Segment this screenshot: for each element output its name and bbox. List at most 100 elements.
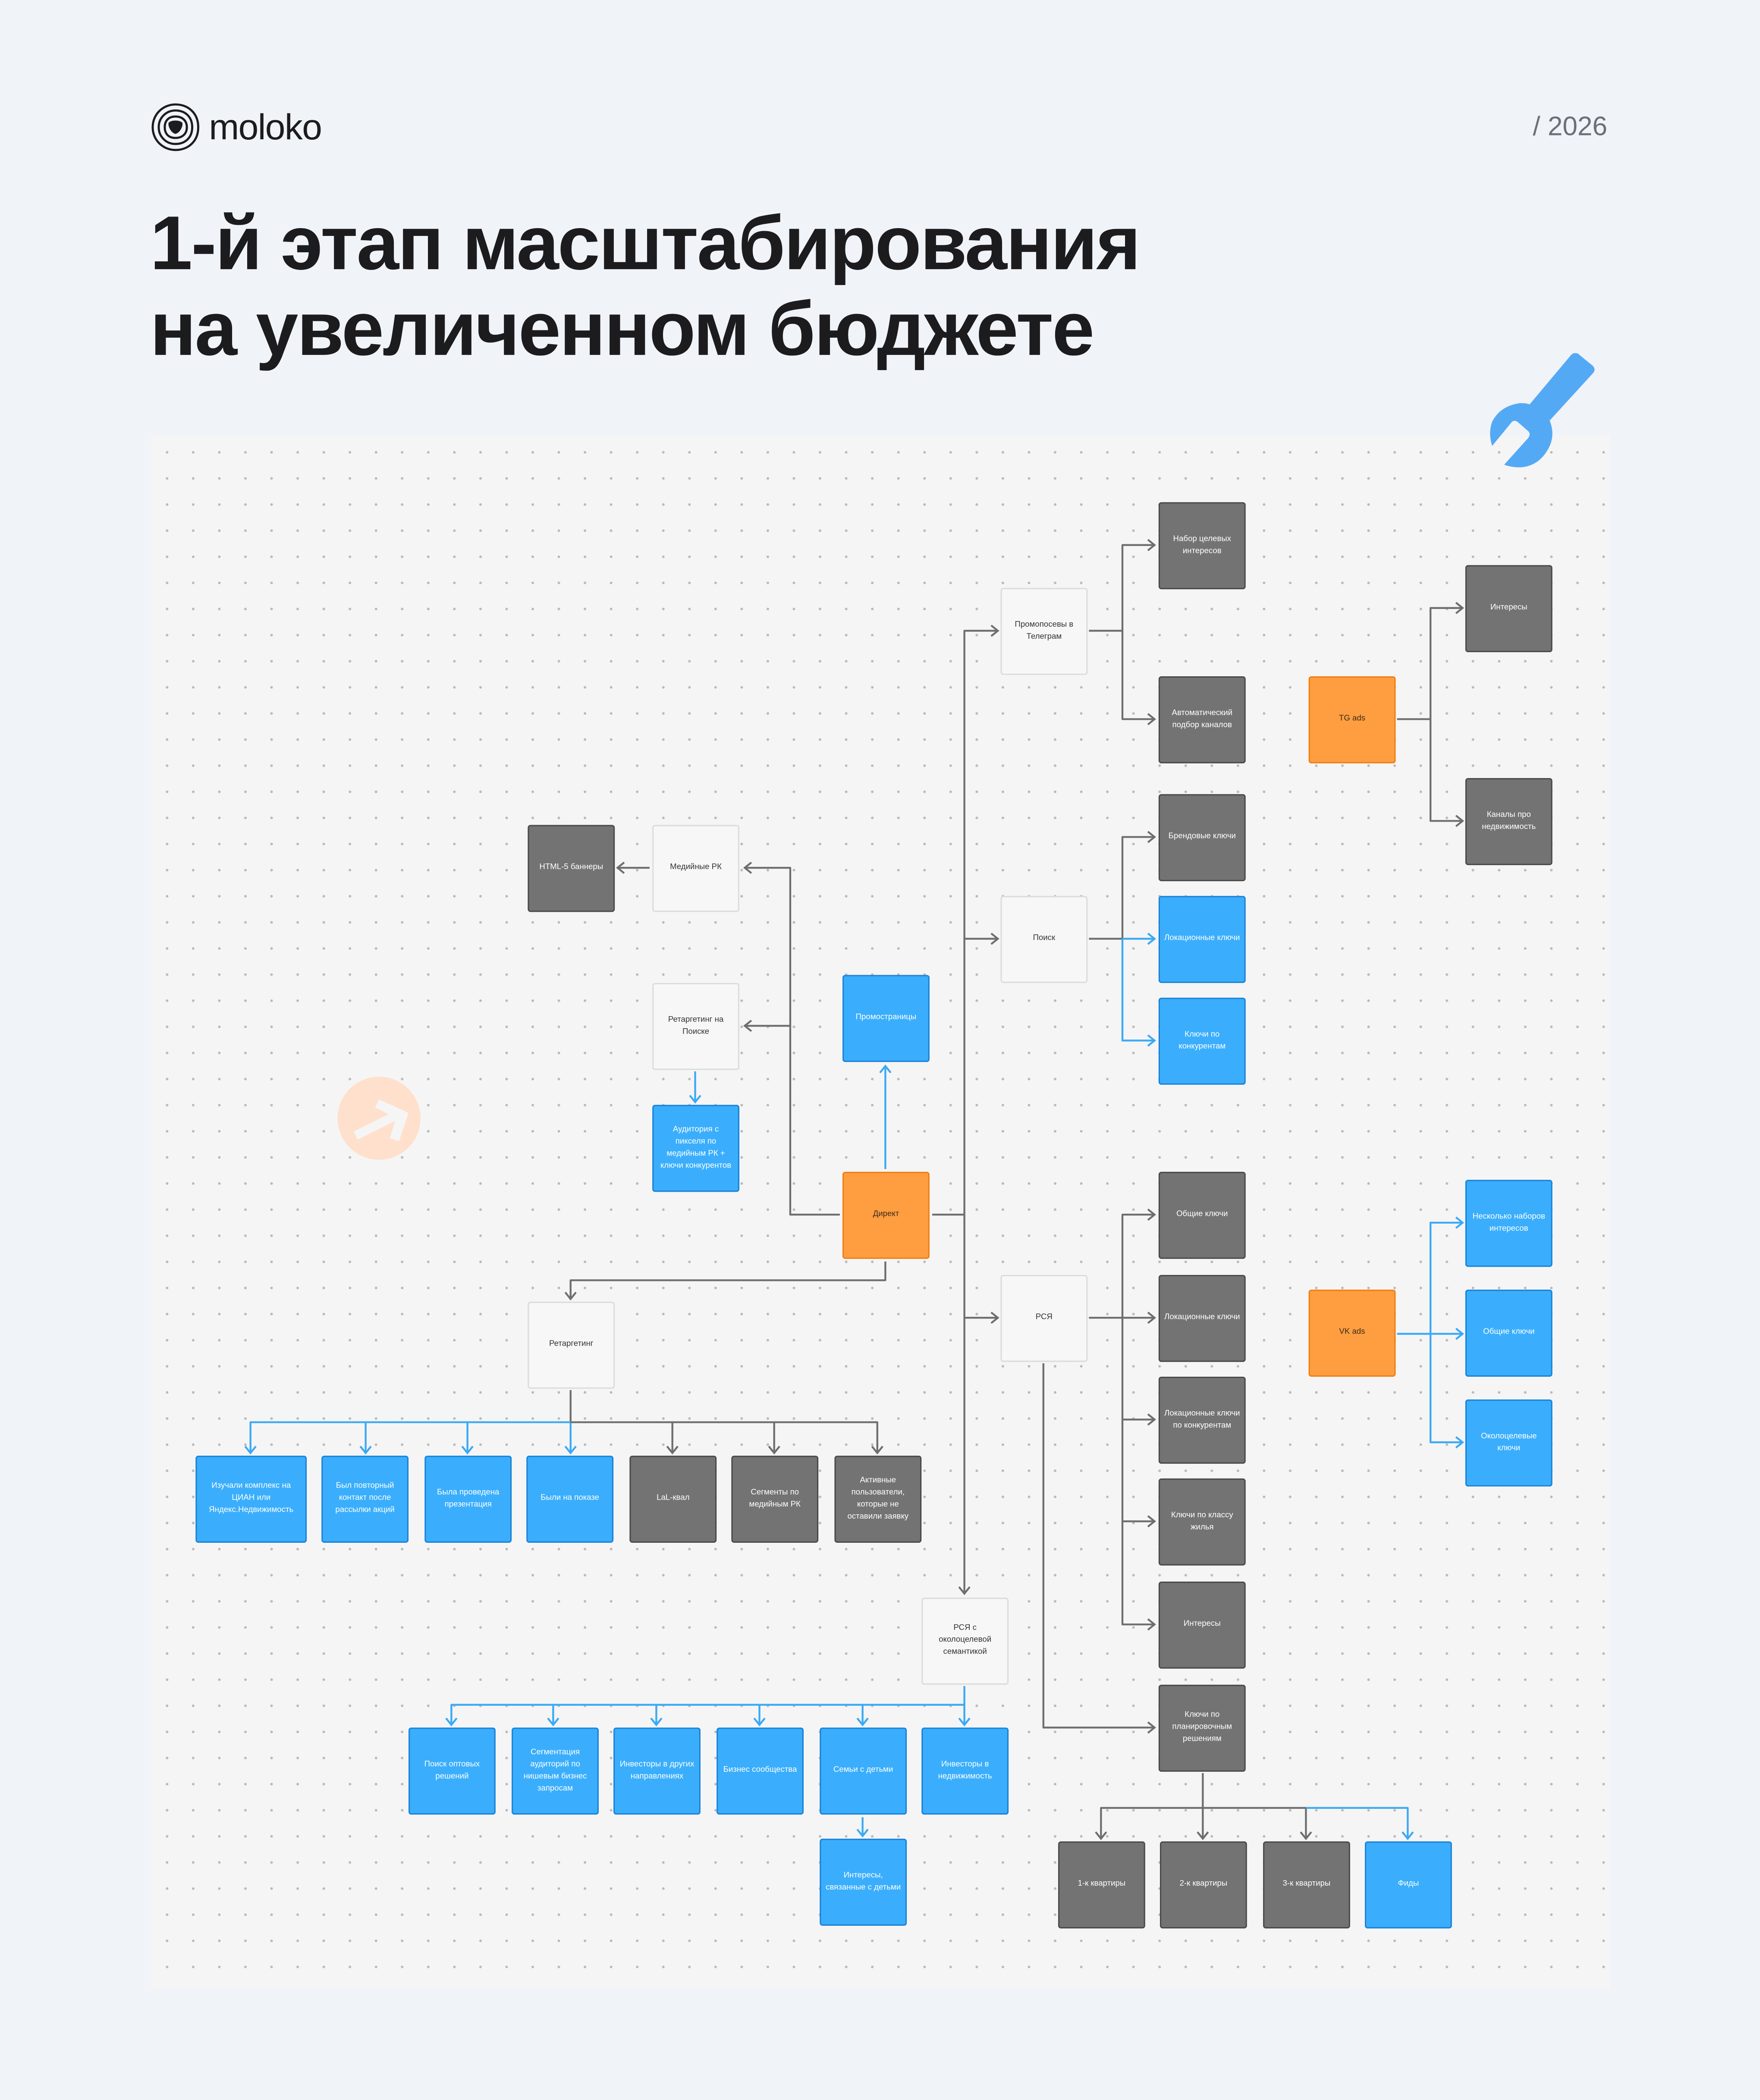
node-tg-interests[interactable]: Интересы: [1465, 565, 1553, 653]
node-vk-near[interactable]: Околоцелевые ключи: [1465, 1399, 1553, 1487]
node-pixel-audience[interactable]: Аудитория с пикселя по медийным РК + клю…: [652, 1105, 739, 1192]
node-direct[interactable]: Директ: [842, 1171, 930, 1259]
node-rsya-interests[interactable]: Интересы: [1158, 1582, 1246, 1669]
node-label: 1-к квартиры: [1078, 1880, 1126, 1889]
node-rsya-class[interactable]: Ключи по классу жилья: [1158, 1478, 1246, 1566]
node-label: Был повторный контакт после рассылки акц…: [335, 1482, 395, 1515]
node-rt-show[interactable]: Были на показе: [526, 1456, 614, 1543]
arrow-pointer-icon: [337, 1077, 421, 1160]
connector-arrow: [564, 1261, 886, 1301]
node-label: Была проведена презентация: [437, 1488, 500, 1509]
node-rsya-loc-comp[interactable]: Локационные ключи по конкурентам: [1158, 1376, 1246, 1464]
node-competitor-keys[interactable]: Ключи по конкурентам: [1158, 998, 1246, 1085]
node-html5[interactable]: HTML-5 баннеры: [528, 825, 615, 912]
node-label: Сегменты по медийным РК: [749, 1488, 801, 1509]
node-label: 2-к квартиры: [1179, 1880, 1228, 1889]
node-feeds[interactable]: Фиды: [1364, 1841, 1452, 1929]
connector-arrow: [743, 861, 840, 1216]
connector-arrow: [1095, 1773, 1204, 1840]
node-media[interactable]: Медийные РК: [652, 825, 739, 912]
node-label: Локационные ключи: [1164, 1314, 1240, 1322]
node-flat1[interactable]: 1-к квартиры: [1058, 1841, 1145, 1929]
connector-arrow: [1429, 1334, 1465, 1449]
node-retarget[interactable]: Ретаргетинг: [528, 1302, 615, 1389]
page-title: 1-й этап масштабирования на увеличенном …: [150, 201, 1141, 372]
connector-arrow: [1397, 602, 1465, 720]
node-label: Локационные ключи: [1164, 935, 1240, 943]
node-vk-sets[interactable]: Несколько наборов интересов: [1465, 1180, 1553, 1267]
node-vk-ads[interactable]: VK ads: [1308, 1290, 1396, 1377]
node-rt-repeat[interactable]: Был повторный контакт после рассылки акц…: [321, 1456, 409, 1543]
node-retarget-search[interactable]: Ретаргетинг на Поиске: [652, 983, 739, 1070]
node-loc-keys-blue[interactable]: Локационные ключи: [1158, 896, 1246, 983]
node-label: Активные пользователи, которые не остави…: [847, 1476, 909, 1521]
connector-arrow: [1121, 1521, 1156, 1631]
node-label: Медийные РК: [670, 863, 722, 872]
node-n-wholesale[interactable]: Поиск оптовых решений: [409, 1727, 496, 1815]
brand-logo: moloko: [150, 102, 322, 153]
connector-arrow: [1121, 1318, 1156, 1426]
node-tg-channels[interactable]: Каналы про недвижимость: [1465, 778, 1553, 865]
node-rt-present[interactable]: Была проведена презентация: [424, 1456, 512, 1543]
node-label: Были на показе: [541, 1494, 600, 1503]
node-flat3[interactable]: 3-к квартиры: [1263, 1841, 1350, 1929]
connector-arrow: [1429, 719, 1465, 827]
node-nabor[interactable]: Набор целевых интересов: [1158, 502, 1246, 590]
node-label: РСЯ: [1035, 1314, 1053, 1322]
connector-arrow: [1089, 1209, 1156, 1319]
node-label: Поиск: [1033, 935, 1056, 943]
node-label: Бизнес сообщества: [723, 1766, 797, 1775]
connector-arrow: [1397, 1216, 1465, 1335]
node-rt-segments[interactable]: Сегменты по медийным РК: [731, 1456, 819, 1543]
connector-arrow: [1089, 831, 1156, 940]
moloko-logo-icon: [151, 103, 200, 151]
node-auto[interactable]: Автоматический подбор каналов: [1158, 676, 1246, 763]
node-label: Промостраницы: [855, 1014, 917, 1022]
node-n-segment[interactable]: Сегментация аудиторий по нишевым бизнес …: [512, 1727, 599, 1815]
brand-name: moloko: [209, 106, 322, 147]
year-label: / 2026: [1533, 112, 1607, 142]
node-label: Ретаргетинг: [549, 1340, 594, 1349]
node-label: Интересы: [1183, 1620, 1221, 1629]
node-flat2[interactable]: 2-к квартиры: [1160, 1841, 1247, 1929]
node-label: Ключи по классу жилья: [1171, 1511, 1233, 1532]
node-label: Инвесторы в других направлениях: [619, 1760, 695, 1781]
node-rsya-common[interactable]: Общие ключи: [1158, 1171, 1246, 1259]
node-label: Директ: [873, 1210, 899, 1219]
node-label: Околоцелевые ключи: [1481, 1432, 1537, 1453]
node-n-investors-other[interactable]: Инвесторы в других направлениях: [613, 1727, 701, 1815]
node-promopages[interactable]: Промостраницы: [842, 975, 930, 1062]
node-label: HTML-5 баннеры: [539, 863, 603, 872]
node-label: Изучали комплекс на ЦИАН или Яндекс.Недв…: [209, 1482, 294, 1515]
node-search[interactable]: Поиск: [1000, 896, 1088, 983]
node-label: Семьи с детьми: [833, 1766, 893, 1775]
node-rt-cian[interactable]: Изучали комплекс на ЦИАН или Яндекс.Недв…: [195, 1456, 307, 1543]
connector-arrow: [963, 625, 999, 1215]
node-vk-common[interactable]: Общие ключи: [1465, 1290, 1553, 1377]
node-label: Аудитория с пикселя по медийным РК + клю…: [660, 1125, 732, 1170]
node-label: Поиск оптовых решений: [424, 1760, 480, 1781]
connector-arrow: [445, 1686, 965, 1726]
node-brand-keys[interactable]: Брендовые ключи: [1158, 794, 1246, 882]
connector-arrow: [1089, 539, 1156, 632]
node-n-kids[interactable]: Интересы, связанные с детьми: [820, 1839, 907, 1926]
node-n-investors-re[interactable]: Инвесторы в недвижимость: [921, 1727, 1009, 1815]
connector-arrow: [1306, 1807, 1414, 1840]
connector-arrow: [570, 1421, 883, 1455]
node-n-families[interactable]: Семьи с детьми: [820, 1727, 907, 1815]
node-tg-ads[interactable]: TG ads: [1308, 676, 1396, 763]
node-label: Интересы, связанные с детьми: [826, 1871, 901, 1892]
node-rt-active[interactable]: Активные пользователи, которые не остави…: [834, 1456, 922, 1543]
node-label: Сегментация аудиторий по нишевым бизнес …: [523, 1748, 587, 1793]
node-label: Каналы про недвижимость: [1482, 811, 1536, 831]
node-rsya-near[interactable]: РСЯ с околоцелевой семантикой: [921, 1598, 1009, 1685]
page-title-line-1: 1-й этап масштабирования: [150, 201, 1141, 287]
node-rt-lal[interactable]: LaL-квал: [629, 1456, 717, 1543]
node-rsya-plan[interactable]: Ключи по планировочным решениям: [1158, 1685, 1246, 1772]
connector-arrow: [1121, 631, 1156, 725]
node-n-business[interactable]: Бизнес сообщества: [717, 1727, 804, 1815]
node-rsya-loc[interactable]: Локационные ключи: [1158, 1274, 1246, 1362]
node-rsya[interactable]: РСЯ: [1000, 1274, 1088, 1362]
node-promoposevy[interactable]: Промопосевы в Телеграм: [1000, 588, 1088, 675]
node-label: Интересы: [1490, 604, 1527, 612]
